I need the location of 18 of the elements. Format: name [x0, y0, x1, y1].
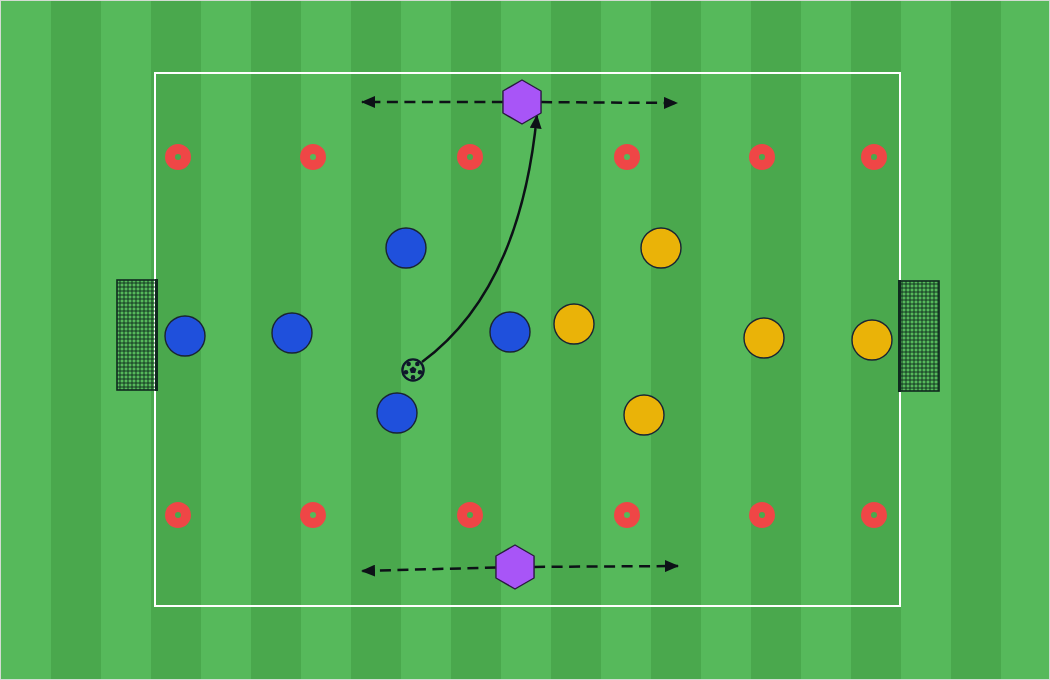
- player-marker: [623, 394, 665, 436]
- movement-arrow: [541, 96, 678, 109]
- player-marker: [489, 311, 531, 353]
- player-marker: [271, 312, 313, 354]
- movement-arrow: [534, 560, 679, 573]
- player-marker: [385, 227, 427, 269]
- player-marker: [553, 303, 595, 345]
- player-marker: [640, 227, 682, 269]
- player-marker: [743, 317, 785, 359]
- movement-arrow: [361, 564, 496, 577]
- player-marker: [164, 315, 206, 357]
- soccer-ball-icon: [400, 357, 426, 383]
- pass-arrow: [421, 114, 542, 363]
- player-marker: [851, 319, 893, 361]
- player-marker: [376, 392, 418, 434]
- movement-arrow: [361, 96, 503, 108]
- hexagon-marker: [494, 544, 536, 590]
- hexagon-marker: [501, 79, 543, 125]
